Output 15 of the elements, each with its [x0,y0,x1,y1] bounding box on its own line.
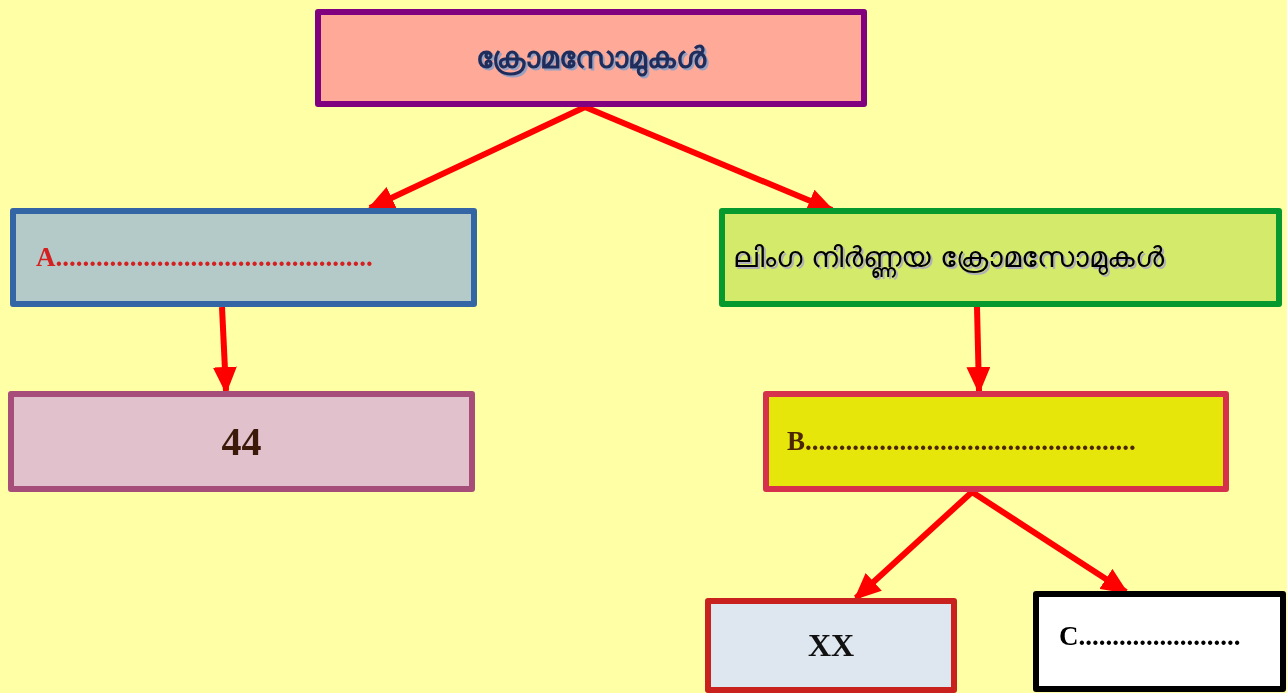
arrow [966,306,991,394]
chromosome-box [705,598,957,693]
title-box [315,9,867,107]
arrow [212,306,237,394]
box-label: A............................................... [36,242,373,273]
box-label: ക്രോമസോമുകൾ [476,40,706,76]
box-label: C........................ [1059,621,1241,652]
answer-box [1033,591,1286,692]
box-label: 44 [221,418,262,465]
answer-box [10,208,477,307]
count-box [8,391,475,492]
category-box [719,208,1282,307]
box-label: XX [807,627,855,664]
answer-box [763,391,1229,492]
box-label: B................................................. [787,426,1136,457]
